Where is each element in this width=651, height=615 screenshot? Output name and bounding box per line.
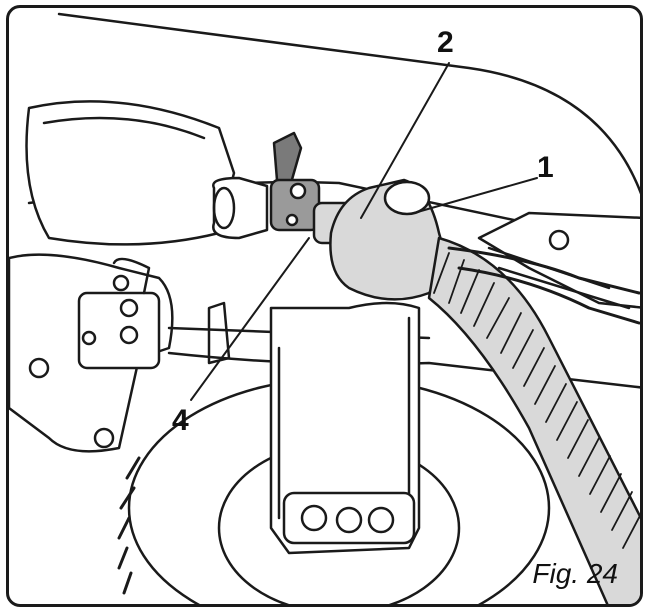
callout-2: 2 [437,26,454,59]
hose-ribs [433,252,640,549]
tire-tread [117,456,141,595]
valve-lever [272,131,303,185]
technical-illustration [9,12,640,604]
wheel-fork [269,301,421,555]
callout-4: 4 [172,404,189,437]
left-hose [207,301,231,365]
figure-caption: Fig. 24 [532,558,618,589]
fuel-hose [427,236,640,604]
leader-line-1 [413,177,538,214]
bolt-left [28,357,50,379]
leader-line-4 [190,237,310,401]
engine-housing [25,100,236,246]
bolt-lower [93,427,115,449]
regulator-block [77,291,161,370]
figure-frame: 1 2 4 Fig. 24 [6,5,643,607]
tank-fitting [212,176,269,240]
return-hose [447,246,640,295]
bracket-bolt [548,229,570,251]
leader-line-2 [360,62,450,219]
deck-edge-line [57,12,640,195]
fork-plate [282,491,416,545]
callout-1: 1 [537,151,554,184]
